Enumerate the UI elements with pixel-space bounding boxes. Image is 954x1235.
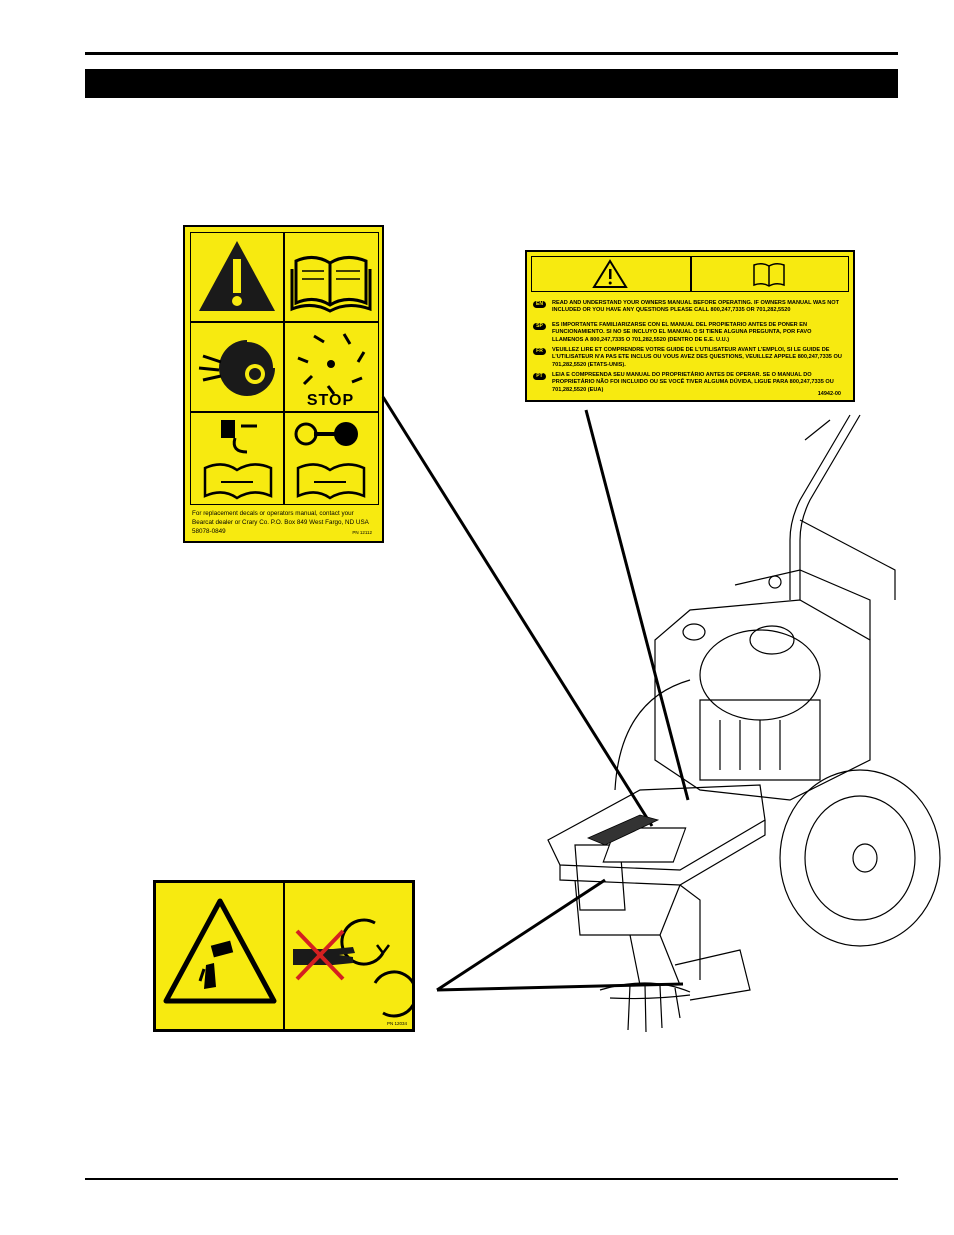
- leader-line-hand-2: [436, 982, 684, 992]
- hand-warning-panel: [156, 883, 285, 1029]
- no-hands-panel: [287, 883, 418, 1029]
- lang-badge: SP: [533, 323, 546, 330]
- engine: [654, 569, 871, 801]
- warning-triangle-icon: [592, 259, 628, 288]
- lang-text: ES IMPORTANTE FAMILIARIZARSE CON EL MANU…: [552, 322, 812, 343]
- pictogram-decal: STOP For replacement decals or operators…: [183, 225, 384, 543]
- lang-badge: FR: [533, 348, 546, 355]
- debris-face-protection-icon: [198, 338, 277, 396]
- decal-code: 14942-00: [817, 391, 841, 397]
- grip-plate: [586, 814, 660, 846]
- handlebar: [789, 414, 896, 600]
- replacement-info-text: For replacement decals or operators manu…: [192, 510, 369, 535]
- wheel: [779, 769, 941, 947]
- keep-hands-away-icon: [293, 918, 418, 1018]
- lang-text: READ AND UNDERSTAND YOUR OWNERS MANUAL B…: [552, 300, 840, 314]
- hand-hazard-triangle-icon: [163, 898, 277, 1004]
- spark-plug-disconnect-icon: [203, 420, 273, 500]
- stop-label: STOP: [306, 392, 355, 409]
- lang-badge: EN: [533, 301, 546, 308]
- stop-rotation-cell: STOP: [283, 321, 379, 413]
- leader-line-lang: [584, 409, 690, 801]
- disconnect-cell: [190, 411, 285, 505]
- manual-cell: [283, 232, 379, 323]
- part-number: PN 12034: [386, 1021, 407, 1026]
- warning-cell: [190, 232, 285, 323]
- cutter-wheel: [599, 934, 751, 1033]
- multilingual-manual-decal: EN READ AND UNDERSTAND YOUR OWNERS MANUA…: [525, 250, 855, 402]
- face-shield-cell: [190, 321, 285, 413]
- rotating-blades-icon: [297, 333, 366, 395]
- open-book-icon: [290, 256, 372, 313]
- frame-deck: [547, 784, 766, 980]
- open-book-icon: [753, 262, 785, 287]
- leader-line-picto: [381, 396, 654, 827]
- part-number: PN 12112: [352, 530, 372, 535]
- warning-panel: [531, 256, 691, 292]
- lang-badge: PT: [533, 373, 546, 380]
- rear-wheel: [614, 679, 691, 791]
- remove-key-icon: [294, 422, 366, 500]
- manual-panel: [691, 256, 849, 292]
- lang-text: LEIA E COMPREENDA SEU MANUAL DO PROPRIET…: [552, 372, 834, 393]
- hand-hazard-decal: PN 12034: [153, 880, 418, 1032]
- warning-triangle-icon: [199, 241, 275, 311]
- top-rule: [85, 52, 898, 55]
- lang-text: VEUILLEZ LIRE ET COMPRENDRE VOTRE GUIDE …: [552, 347, 842, 368]
- key-cell: [283, 411, 379, 505]
- section-title-bar: [85, 69, 898, 98]
- bottom-rule: [85, 1178, 898, 1180]
